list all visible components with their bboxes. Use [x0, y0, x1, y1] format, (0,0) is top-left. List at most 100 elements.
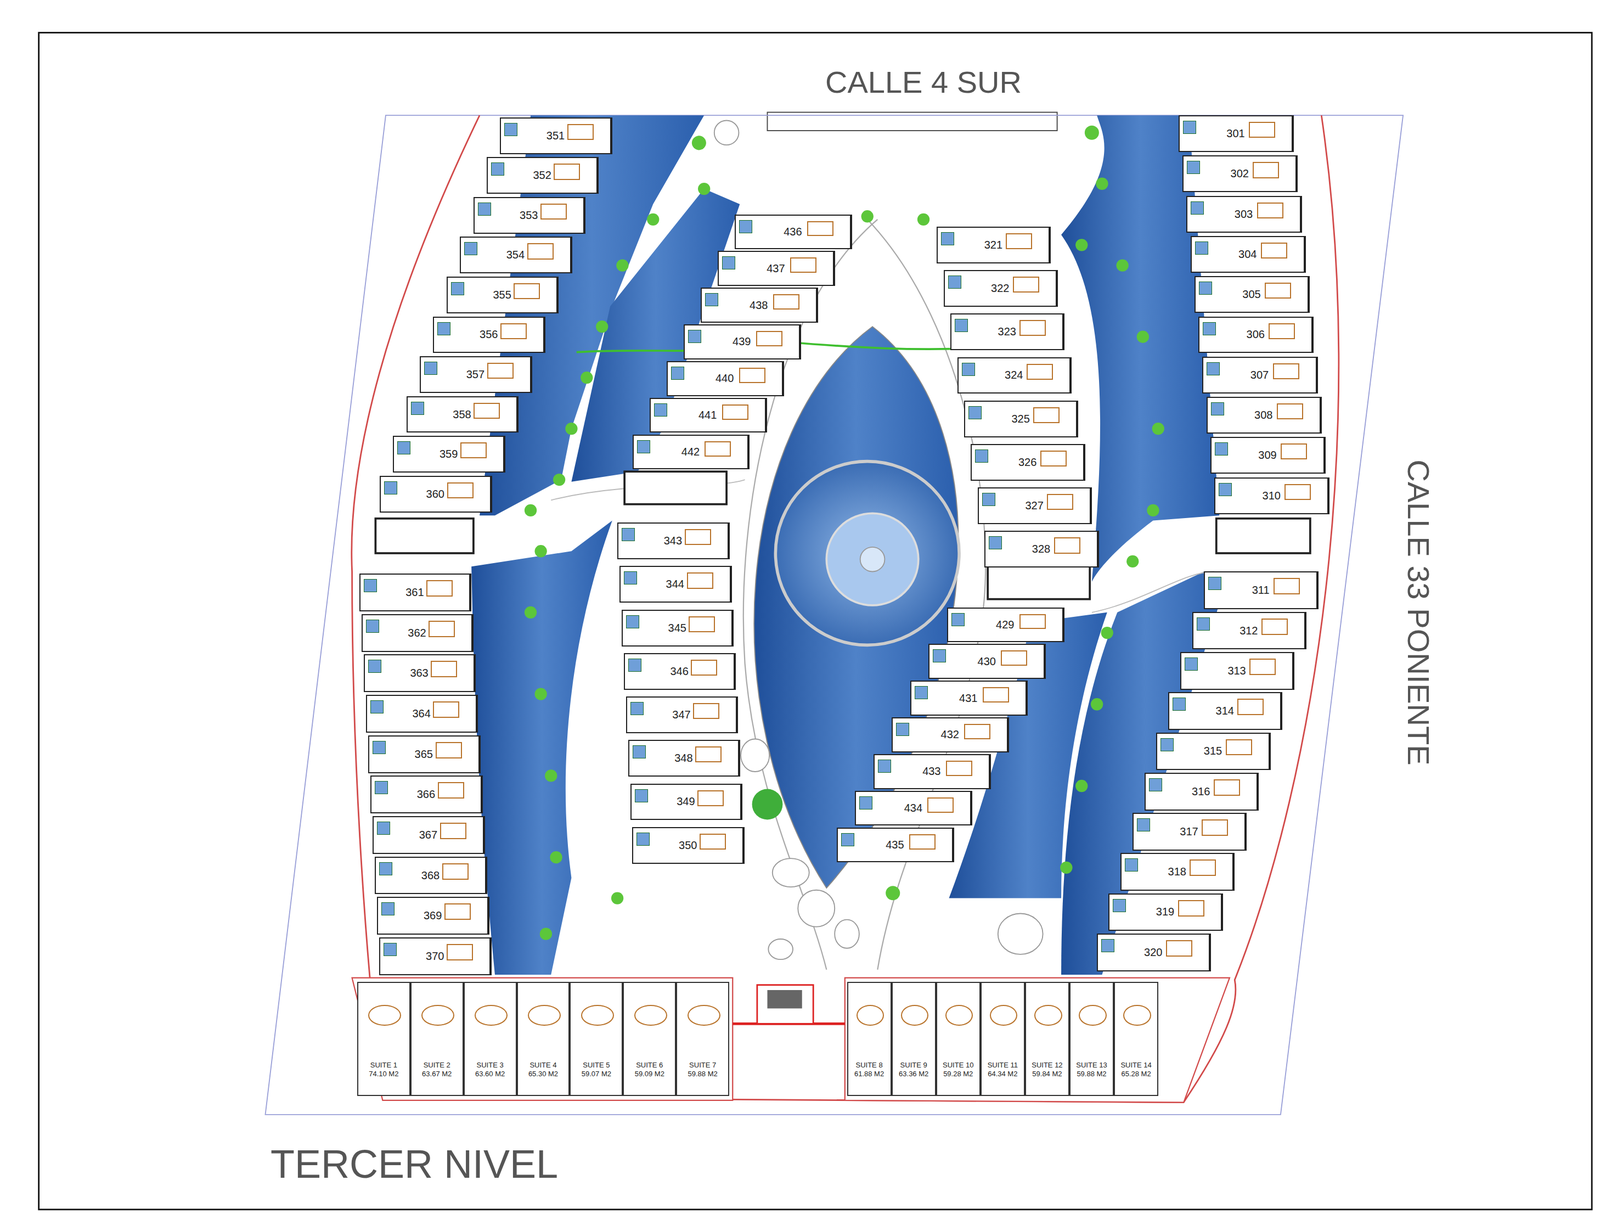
suite-label: 59.09 M2 — [634, 1069, 665, 1079]
room-number: 324 — [1003, 368, 1025, 382]
room-unit: 315 — [1156, 732, 1271, 771]
room-number: 318 — [1166, 865, 1188, 878]
room-number: 349 — [674, 795, 697, 808]
room-unit: 434 — [854, 790, 973, 826]
room-number: 353 — [517, 209, 540, 222]
suite-label: SUITE 3 — [476, 1060, 504, 1070]
room-unit: 318 — [1120, 852, 1235, 891]
room-number: 305 — [1240, 288, 1263, 301]
room-unit: 360 — [379, 475, 493, 513]
suite-unit: SUITE 174.10 M2 — [357, 981, 411, 1096]
room-unit: 347 — [626, 696, 739, 734]
suite-unit: SUITE 861.88 M2 — [847, 981, 892, 1096]
room-unit: 345 — [621, 609, 735, 647]
room-number: 365 — [413, 747, 435, 761]
room-unit: 364 — [365, 694, 479, 733]
room-unit: 366 — [370, 775, 483, 814]
room-number: 348 — [672, 751, 695, 765]
room-unit: 370 — [379, 937, 492, 976]
suite-unit: SUITE 659.09 M2 — [622, 981, 676, 1096]
suite-label: 63.67 M2 — [421, 1069, 452, 1079]
room-unit: 307 — [1202, 356, 1318, 394]
suite-unit: SUITE 1259.84 M2 — [1024, 981, 1070, 1096]
street-name: CALLE 33 PONIENTE — [1400, 459, 1437, 765]
room-number: 367 — [417, 828, 439, 842]
room-unit: 316 — [1144, 772, 1259, 811]
room-number: 343 — [662, 534, 684, 548]
room-unit: 311 — [1203, 571, 1318, 610]
room-number: 363 — [408, 666, 430, 680]
suite-label: 61.88 M2 — [854, 1069, 884, 1079]
room-number: 309 — [1256, 448, 1278, 462]
room-number: 370 — [424, 949, 446, 963]
room-unit: 436 — [734, 214, 853, 250]
room-unit: 432 — [891, 717, 1010, 752]
room-unit: 358 — [406, 396, 520, 433]
suite-unit: SUITE 1465.28 M2 — [1113, 981, 1159, 1096]
room-number: 322 — [989, 282, 1011, 295]
room-number: 344 — [664, 577, 686, 591]
room-unit: 362 — [361, 613, 475, 652]
suite-label: 59.88 M2 — [1076, 1069, 1107, 1079]
room-number: 314 — [1214, 704, 1236, 718]
room-number: 369 — [421, 909, 444, 922]
room-number: 362 — [406, 626, 428, 640]
room-number: 315 — [1202, 744, 1224, 758]
room-number: 355 — [491, 288, 513, 302]
suite-unit: SUITE 1059.28 M2 — [936, 981, 981, 1096]
room-unit: 321 — [936, 226, 1051, 264]
room-number: 327 — [1023, 499, 1045, 512]
room-number: 364 — [410, 707, 432, 720]
room-unit: 356 — [432, 316, 546, 354]
room-number: 306 — [1244, 328, 1267, 341]
suite-label: 65.28 M2 — [1120, 1069, 1151, 1079]
room-number: 317 — [1178, 825, 1200, 838]
room-number: 439 — [730, 335, 753, 348]
room-number: 346 — [668, 665, 690, 678]
drawing-title: TERCER NIVEL — [270, 1141, 559, 1187]
room-number: 316 — [1190, 785, 1212, 798]
room-unit: 328 — [984, 530, 1099, 568]
suite-label: 63.36 M2 — [898, 1069, 929, 1079]
suite-label: SUITE 10 — [942, 1060, 974, 1070]
suite-label: SUITE 12 — [1031, 1060, 1063, 1070]
suite-label: 64.34 M2 — [987, 1069, 1018, 1079]
room-unit: 314 — [1168, 691, 1283, 730]
room-unit: 353 — [473, 196, 587, 234]
suite-unit: SUITE 465.30 M2 — [516, 981, 571, 1096]
room-number: 354 — [504, 248, 527, 262]
room-unit: 317 — [1132, 812, 1247, 851]
suite-unit: SUITE 363.60 M2 — [463, 981, 517, 1096]
room-number: 310 — [1260, 489, 1283, 503]
room-number: 328 — [1030, 542, 1052, 556]
room-unit: 350 — [632, 826, 745, 864]
room-unit: 348 — [628, 739, 741, 777]
room-number: 307 — [1248, 368, 1271, 382]
room-unit: 442 — [632, 434, 751, 470]
suite-label: SUITE 5 — [582, 1060, 610, 1070]
room-unit: 440 — [666, 361, 785, 396]
room-unit: 304 — [1190, 235, 1306, 273]
room-number: 308 — [1252, 408, 1275, 422]
room-number: 323 — [996, 325, 1018, 338]
room-number: 320 — [1142, 945, 1164, 959]
room-number: 302 — [1229, 167, 1251, 180]
suite-label: SUITE 7 — [689, 1060, 717, 1070]
room-unit: 308 — [1206, 396, 1322, 434]
room-unit: 365 — [368, 735, 481, 774]
room-unit: 322 — [943, 269, 1058, 307]
room-unit: 324 — [957, 357, 1072, 394]
room-unit: 355 — [446, 276, 560, 314]
room-unit: 438 — [700, 287, 819, 323]
room-unit: 351 — [499, 117, 613, 155]
room-number: 351 — [544, 129, 567, 143]
suite-label: 59.88 M2 — [688, 1069, 718, 1079]
room-number: 361 — [403, 586, 426, 599]
room-unit: 344 — [619, 565, 732, 603]
room-number: 432 — [939, 728, 961, 741]
suite-unit: SUITE 559.07 M2 — [569, 981, 623, 1096]
room-number: 325 — [1009, 412, 1032, 426]
suite-unit: SUITE 263.67 M2 — [410, 981, 464, 1096]
